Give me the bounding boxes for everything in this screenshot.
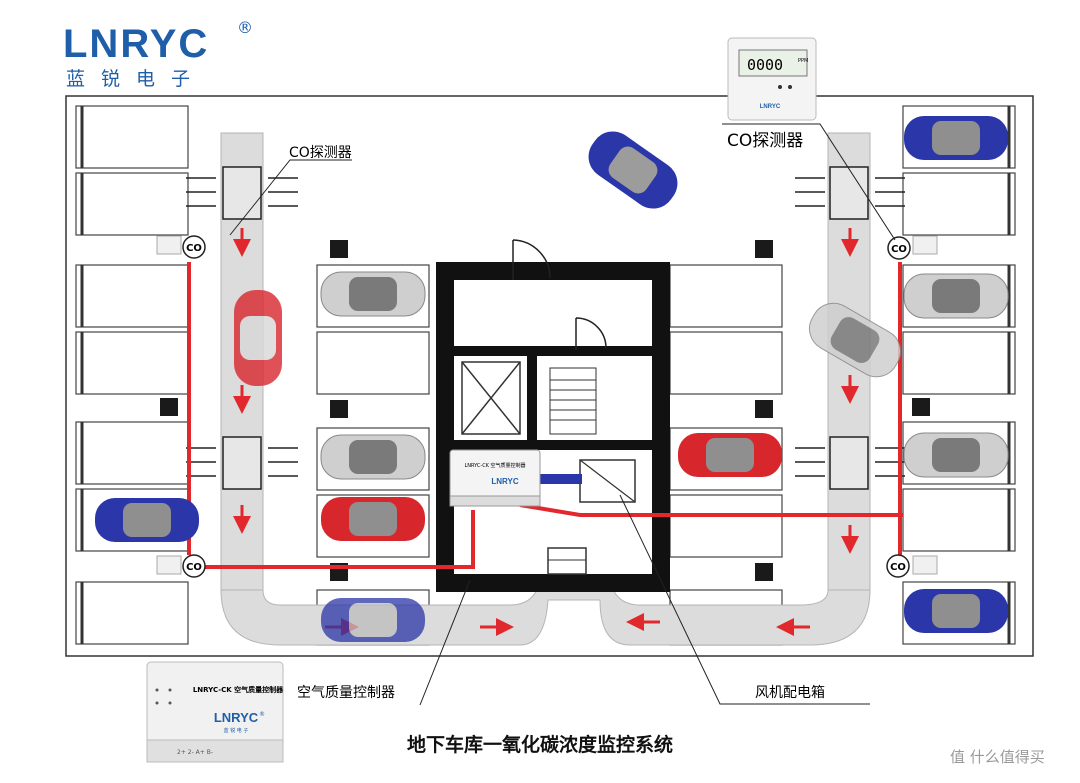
pillars	[160, 240, 930, 581]
co-badge-text: CO	[890, 562, 906, 573]
lcd-unit: PPM	[798, 58, 808, 64]
airflow-arrows	[186, 177, 905, 477]
controller-label: 空气质量控制器	[297, 685, 395, 701]
registered-mark: ®	[237, 18, 253, 37]
duct-fans	[222, 166, 869, 490]
stair-core	[436, 262, 670, 592]
co-detector-label-right: CO探测器	[727, 131, 803, 151]
diagram-title: 地下车库一氧化碳浓度监控系统	[406, 734, 673, 756]
duct-flow-arrows	[233, 228, 859, 636]
brand-subtitle: 蓝锐电子	[66, 68, 207, 90]
leader-lines	[229, 123, 896, 706]
controller-in-core	[449, 449, 541, 507]
watermark: 值 什么值得买	[950, 748, 1045, 766]
lcd-detector-device	[727, 37, 817, 121]
cars	[95, 116, 1009, 642]
core-controller-model: LNRYC-CK 空气质量控制器	[464, 462, 525, 469]
co-detector-boxes	[156, 235, 938, 575]
co-badge-text: CO	[891, 244, 907, 255]
controller-terminals: 2+ 2- A+ B-	[177, 749, 213, 756]
controller-brand-reg: ®	[259, 711, 265, 718]
controller-sub: 蓝 锐 电 子	[224, 727, 249, 734]
co-badge-text: CO	[186, 562, 202, 573]
air-quality-controller	[146, 661, 284, 763]
co-detector-label-left: CO探测器	[289, 145, 352, 161]
core-controller-brand: LNRYC	[491, 477, 518, 486]
co-badges	[182, 235, 911, 578]
lcd-readout: 0000	[747, 56, 783, 74]
detector-brand: LNRYC	[760, 104, 781, 110]
brand-logo: LNRYC	[63, 22, 210, 66]
controller-model: LNRYC-CK 空气质量控制器	[193, 685, 284, 694]
co-badge-text: CO	[186, 243, 202, 254]
signal-wiring	[187, 262, 903, 569]
fan-box-label: 风机配电箱	[755, 685, 825, 701]
controller-brand: LNRYC	[214, 710, 259, 725]
